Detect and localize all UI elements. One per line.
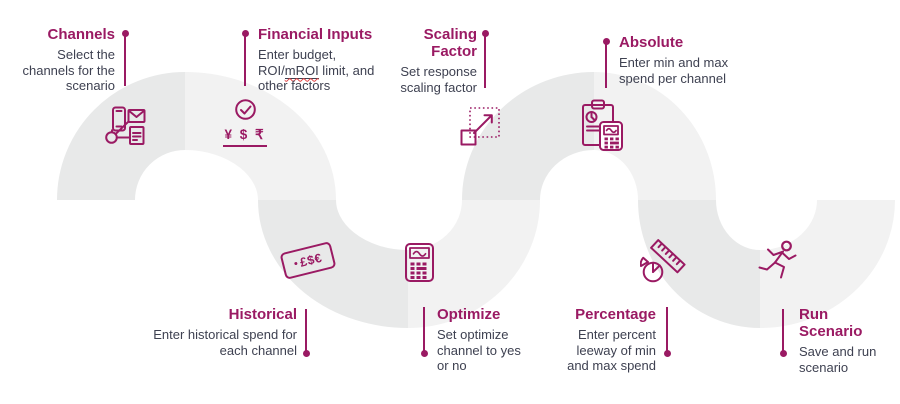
- connector-dot-financial-inputs: [242, 30, 249, 37]
- connector-line-absolute: [605, 41, 607, 88]
- step-description: Select the channels for the scenario: [22, 47, 115, 93]
- step-description: Enter historical spend for each channel: [153, 327, 297, 358]
- currency-symbols: ¥ $ ₹: [224, 127, 266, 142]
- step-financial-inputs: Financial Inputs Enter budget,ROI/mROI l…: [258, 26, 390, 94]
- connector-dot-historical: [303, 350, 310, 357]
- step-description: Enter percent leeway of min and max spen…: [567, 327, 656, 373]
- step-run-scenario: Run Scenario Save and run scenario: [799, 306, 881, 375]
- step-scaling-factor: Scaling Factor Set response scaling fact…: [382, 26, 477, 95]
- connector-dot-optimize: [421, 350, 428, 357]
- devices-flow-icon: [105, 106, 146, 145]
- connector-line-optimize: [423, 307, 425, 353]
- tag-hole: [293, 261, 298, 266]
- connector-dot-run-scenario: [780, 350, 787, 357]
- connector-line-historical: [305, 309, 307, 354]
- misspelled-word: mROI: [284, 62, 319, 79]
- connector-dot-absolute: [603, 38, 610, 45]
- step-percentage: Percentage Enter percent leeway of min a…: [560, 306, 656, 374]
- step-title: Run Scenario: [799, 306, 863, 340]
- connector-line-scaling-factor: [484, 33, 486, 88]
- step-description: Enter min and max spend per channel: [619, 55, 729, 86]
- runner-icon: [758, 240, 797, 279]
- step-title: Percentage: [575, 306, 656, 323]
- step-description: Set optimize channel to yes or no: [437, 327, 521, 373]
- tag-currency-text: £$€: [298, 250, 324, 270]
- connector-dot-scaling-factor: [482, 30, 489, 37]
- connector-line-run-scenario: [782, 309, 784, 354]
- ruler-pie-icon: [640, 239, 686, 283]
- connector-dot-percentage: [664, 350, 671, 357]
- calculator-icon: [405, 243, 434, 282]
- step-title: Optimize: [437, 306, 501, 323]
- clipboard-calculator-icon: [582, 99, 623, 151]
- currency-underline: [223, 145, 267, 147]
- step-channels: Channels Select the channels for the sce…: [5, 26, 115, 94]
- step-description: Set response scaling factor: [400, 64, 477, 95]
- step-title: Channels: [47, 26, 115, 43]
- connector-dot-channels: [122, 30, 129, 37]
- step-title: Scaling Factor: [423, 26, 477, 60]
- step-title: Absolute: [619, 34, 684, 51]
- step-description: Save and run scenario: [799, 344, 877, 375]
- step-title: Financial Inputs: [258, 26, 373, 43]
- step-title: Historical: [228, 306, 297, 323]
- scale-expand-icon: [460, 107, 500, 146]
- step-absolute: Absolute Enter min and max spend per cha…: [619, 34, 754, 86]
- step-historical: Historical Enter historical spend for ea…: [142, 306, 297, 358]
- checkmark-circle-icon: [234, 99, 256, 120]
- connector-line-channels: [124, 33, 126, 86]
- step-optimize: Optimize Set optimize channel to yes or …: [437, 306, 533, 374]
- connector-line-percentage: [666, 307, 668, 353]
- connector-line-financial-inputs: [244, 33, 246, 86]
- check-currency-icon: ¥ $ ₹: [220, 98, 270, 147]
